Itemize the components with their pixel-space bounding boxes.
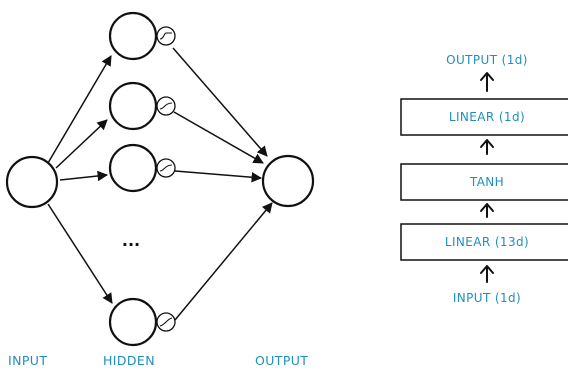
network-graph: ... INPUT HIDDEN OUTPUT xyxy=(5,11,315,368)
hidden-node-1 xyxy=(108,11,158,61)
layer-stack: OUTPUT (1d) LINEAR (1d) TANH LINEAR (13d… xyxy=(400,53,568,305)
layer-box-tanh xyxy=(400,163,568,201)
hidden-node-3 xyxy=(108,143,158,193)
layer-box-linear-13d xyxy=(400,223,568,261)
output-node xyxy=(261,154,315,208)
up-arrow-icon xyxy=(480,265,494,283)
layer-label-tanh: TANH xyxy=(469,175,504,189)
edge-input-hidden-4 xyxy=(47,203,113,304)
tanh-curve-icon xyxy=(156,96,176,116)
edge-hidden-2-output xyxy=(173,111,264,164)
edge-hidden-1-output xyxy=(172,47,268,157)
layer-box-linear-1d xyxy=(400,98,568,136)
edge-hidden-4-output xyxy=(174,202,273,321)
tanh-curve-icon xyxy=(156,158,176,178)
layer-label-linear-1d: LINEAR (1d) xyxy=(449,110,525,124)
input-column-label: INPUT xyxy=(8,353,47,368)
up-arrow-icon xyxy=(480,203,494,218)
input-node xyxy=(5,155,59,209)
edge-hidden-3-output xyxy=(174,170,263,183)
up-arrow-icon xyxy=(480,72,494,92)
up-arrow-icon xyxy=(480,139,494,155)
hidden-column-label: HIDDEN xyxy=(103,353,155,368)
output-column-label: OUTPUT xyxy=(255,353,308,368)
tanh-curve-icon xyxy=(156,312,176,332)
edge-input-hidden-2 xyxy=(55,119,108,169)
layer-label-linear-13d: LINEAR (13d) xyxy=(445,235,529,249)
hidden-ellipsis: ... xyxy=(122,231,140,250)
hidden-node-2 xyxy=(108,81,158,131)
tanh-curve-icon xyxy=(156,26,176,46)
edge-input-hidden-3 xyxy=(59,170,109,182)
stack-output-label: OUTPUT (1d) xyxy=(446,53,528,67)
stack-input-label: INPUT (1d) xyxy=(453,291,521,305)
hidden-node-4 xyxy=(108,297,158,347)
edge-input-hidden-1 xyxy=(47,55,112,164)
